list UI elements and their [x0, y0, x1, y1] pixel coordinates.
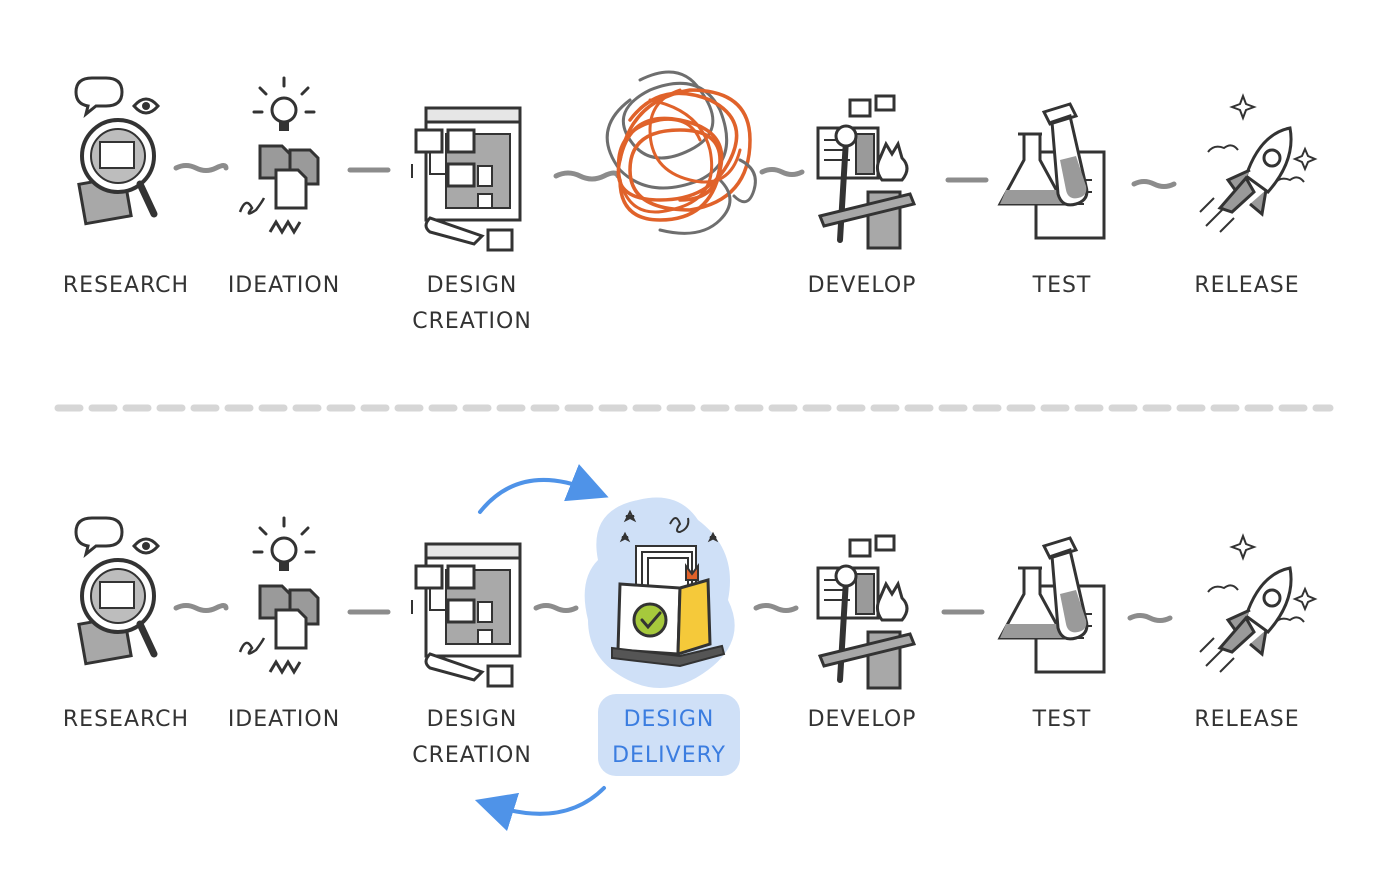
flask-test-icon	[997, 102, 1106, 240]
loop-arrow-forward	[478, 464, 609, 514]
wireframe-design-icon	[411, 542, 522, 688]
lightbulb-ideation-icon	[238, 76, 320, 235]
wireframe-design-icon	[411, 106, 522, 252]
delivery-box-check-icon	[584, 497, 735, 688]
top-connectors	[173, 163, 1177, 189]
design-delivery-highlight	[598, 694, 740, 776]
code-wrench-develop-icon	[816, 534, 917, 690]
step-label-develop: DEVELOP	[807, 707, 917, 732]
tangled-scribble-icon	[605, 70, 757, 235]
bottom-connectors	[173, 603, 1173, 623]
rocket-release-icon	[1199, 533, 1318, 673]
lightbulb-ideation-icon	[238, 516, 320, 675]
step-label-ideation: IDEATION	[227, 707, 341, 732]
magnifier-research-icon	[74, 516, 160, 666]
step-label-release: RELEASE	[1194, 707, 1300, 732]
flask-test-icon	[997, 536, 1106, 674]
step-label-release: RELEASE	[1194, 273, 1300, 298]
step-label-research: RESEARCH	[62, 707, 190, 732]
step-label-develop: DEVELOP	[807, 273, 917, 298]
loop-arrow-back	[474, 786, 606, 832]
step-label-design-creation: DESIGN CREATION	[412, 273, 532, 334]
step-label-research: RESEARCH	[62, 273, 190, 298]
magnifier-research-icon	[74, 76, 160, 226]
step-label-ideation: IDEATION	[227, 273, 341, 298]
step-label-test: TEST	[1032, 707, 1092, 732]
step-label-test: TEST	[1032, 273, 1092, 298]
code-wrench-develop-icon	[816, 94, 917, 250]
rocket-release-icon	[1199, 93, 1318, 233]
step-label-design-delivery: DESIGN DELIVERY	[612, 707, 726, 768]
step-label-design-creation: DESIGN CREATION	[412, 707, 532, 768]
